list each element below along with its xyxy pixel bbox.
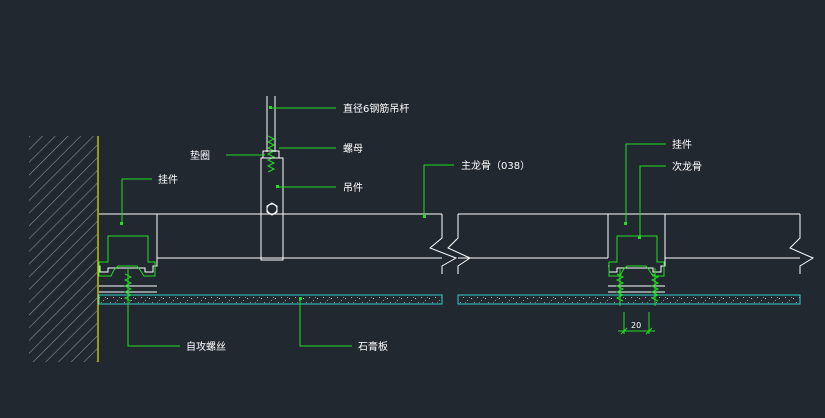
label-nut: 螺母 <box>343 143 363 155</box>
label-main-keel: 主龙骨（038） <box>461 159 530 172</box>
label-washer: 垫圈 <box>190 149 210 162</box>
secondary-keel-right <box>608 235 665 277</box>
label-clip-right: 挂件 <box>672 138 692 151</box>
secondary-keel-left <box>98 235 156 277</box>
hanger-rod <box>266 96 276 152</box>
gypsum-board-right <box>457 294 801 305</box>
hanger <box>260 157 284 261</box>
label-secondary-keel: 次龙骨 <box>672 160 702 173</box>
screw-right-1 <box>615 268 625 306</box>
main-keel-left <box>99 213 458 274</box>
label-gypsum-board: 石膏板 <box>358 340 388 353</box>
wall <box>29 136 99 362</box>
rod-thread <box>266 135 276 173</box>
label-clip-left: 挂件 <box>158 173 178 186</box>
screw-right-2 <box>650 268 660 306</box>
label-hanger-rod: 直径6钢筋吊杆 <box>343 102 409 115</box>
clip-left <box>99 213 158 273</box>
dimension-value: 20 <box>631 321 641 330</box>
gypsum-board-left <box>98 294 443 305</box>
label-hanger: 吊件 <box>343 182 363 194</box>
leader-lines <box>121 107 666 347</box>
main-keel-right <box>447 213 815 274</box>
screw-left <box>123 268 133 306</box>
runner-right <box>608 285 665 293</box>
leader-ticks <box>120 106 641 300</box>
label-screw: 自攻螺丝 <box>186 340 226 353</box>
dimension-20 <box>618 312 655 335</box>
